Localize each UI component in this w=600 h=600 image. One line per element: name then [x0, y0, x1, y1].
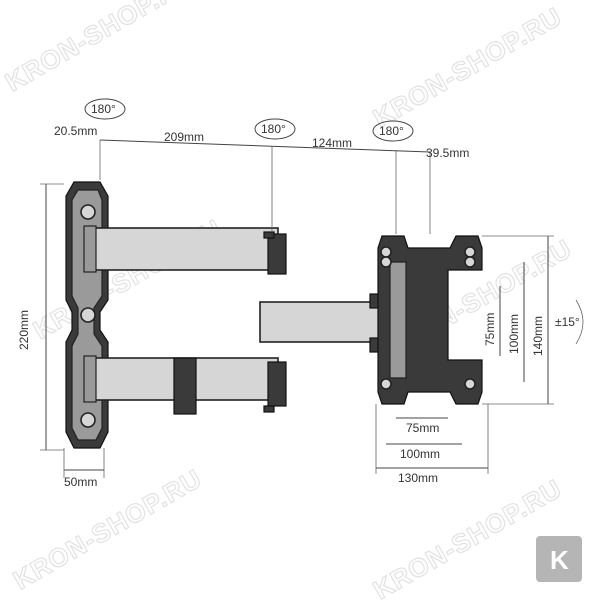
label-vesa-v-75: 75mm: [483, 313, 497, 346]
label-plate-width: 130mm: [398, 471, 438, 485]
dimension-lines: [40, 139, 584, 478]
label-wall-offset: 20.5mm: [54, 124, 97, 138]
wall-plate: [65, 181, 109, 449]
label-plate-height: 140mm: [531, 316, 545, 356]
rotation-label-wall: 180°: [91, 102, 116, 116]
brand-badge-bg: [536, 536, 582, 582]
rotation-labels: 180° 180° 180° ±15°: [91, 102, 580, 329]
brand-badge-letter: K: [550, 545, 569, 575]
rotation-label-plate: 180°: [379, 124, 404, 138]
watermark-top-right: KRON-SHOP.RU: [368, 1, 567, 133]
rotation-badge-middle: [254, 118, 296, 140]
vesa-plate: [377, 235, 483, 405]
brand-badge: K: [536, 536, 582, 582]
watermark-bottom-left: KRON-SHOP.RU: [8, 463, 207, 595]
watermark-top-left: KRON-SHOP.RU: [0, 0, 199, 97]
dimension-labels: 20.5mm 209mm 124mm 39.5mm 220mm 50mm 75m…: [17, 124, 545, 489]
label-vesa-h-75: 75mm: [406, 421, 439, 435]
label-vesa-h-100: 100mm: [400, 447, 440, 461]
rotation-badge-wall: [84, 98, 126, 120]
rotation-badges: [84, 98, 414, 142]
lower-arm: [83, 355, 287, 415]
watermark-bottom-right: KRON-SHOP.RU: [368, 473, 567, 600]
label-plate-offset: 39.5mm: [426, 146, 469, 160]
rotation-badge-plate: [372, 120, 414, 142]
rotation-label-middle: 180°: [261, 122, 286, 136]
upper-arm: [83, 225, 287, 275]
label-wall-width: 50mm: [64, 475, 97, 489]
connecting-arm: [259, 293, 383, 353]
tilt-label: ±15°: [555, 315, 580, 329]
label-wall-height: 220mm: [17, 310, 31, 350]
label-arm1-length: 209mm: [164, 130, 204, 144]
label-arm2-length: 124mm: [312, 136, 352, 150]
label-vesa-v-100: 100mm: [507, 314, 521, 354]
